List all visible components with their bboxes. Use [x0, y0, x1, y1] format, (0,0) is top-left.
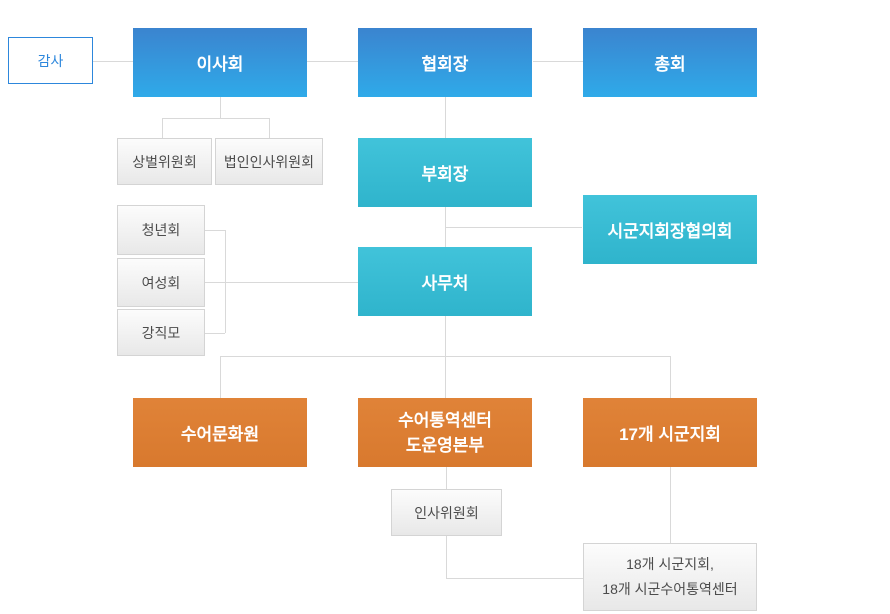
- node-corporate-personnel-committee-label: 법인인사위원회: [223, 153, 315, 170]
- node-general-assembly-label: 총회: [654, 55, 686, 74]
- node-vice-president: 부회장: [358, 138, 532, 207]
- node-secretariat-label: 사무처: [421, 274, 469, 293]
- connector-committee-rail: [162, 118, 269, 119]
- node-interpretation-center-hq: 수어통역센터 도운영본부: [358, 398, 532, 467]
- node-branches-18: 18개 시군지회, 18개 시군수어통역센터: [583, 543, 757, 611]
- node-branches-18-label-line2: 18개 시군수어통역센터: [602, 581, 738, 597]
- node-personnel-committee: 인사위원회: [391, 489, 502, 536]
- connector-womens-secretariat: [205, 282, 358, 283]
- connector-gangjikmo-stub: [205, 333, 225, 334]
- connector-secretariat-stem: [445, 316, 446, 356]
- node-corporate-personnel-committee: 법인인사위원회: [215, 138, 323, 185]
- node-board: 이사회: [133, 28, 307, 97]
- node-reward-punishment-committee-label: 상벌위원회: [132, 153, 197, 170]
- connector-youth-stub: [205, 230, 225, 231]
- node-board-label: 이사회: [196, 55, 244, 74]
- connector-branch-council: [445, 227, 582, 228]
- connector-drop-personnel-committee: [269, 118, 270, 138]
- node-womens-association: 여성회: [117, 258, 205, 307]
- connector-drop-branches17: [670, 356, 671, 398]
- node-personnel-committee-label: 인사위원회: [414, 504, 479, 521]
- node-gangjikmo-label: 강직모: [141, 324, 181, 341]
- node-branch-presidents-council-label: 시군지회장협의회: [607, 222, 733, 241]
- connector-personnel-branches18: [446, 578, 583, 579]
- node-branches-17: 17개 시군지회: [583, 398, 757, 467]
- node-secretariat: 사무처: [358, 247, 532, 316]
- node-interpretation-center-hq-label-line2: 도운영본부: [405, 435, 485, 455]
- connector-drop-interpretation-hq: [445, 356, 446, 398]
- node-vice-president-label: 부회장: [421, 165, 469, 184]
- connector-drop-culture-center: [220, 356, 221, 398]
- node-audit-label: 감사: [37, 52, 64, 69]
- node-culture-center-label: 수어문화원: [180, 425, 260, 444]
- connector-hq-personnel: [446, 467, 447, 489]
- node-branches-18-label-line1: 18개 시군지회,: [626, 556, 714, 572]
- node-branches-17-label: 17개 시군지회: [619, 425, 721, 444]
- connector-audit-board: [93, 61, 133, 62]
- node-president: 협회장: [358, 28, 532, 97]
- node-president-label: 협회장: [421, 55, 469, 74]
- node-youth-association: 청년회: [117, 205, 205, 255]
- node-branch-presidents-council: 시군지회장협의회: [583, 195, 757, 264]
- connector-board-stem: [220, 97, 221, 118]
- connector-president-vicepresident: [445, 97, 446, 138]
- node-general-assembly: 총회: [583, 28, 757, 97]
- node-reward-punishment-committee: 상벌위원회: [117, 138, 212, 185]
- node-culture-center: 수어문화원: [133, 398, 307, 467]
- connector-left-rail: [225, 230, 226, 333]
- node-interpretation-center-hq-label-line1: 수어통역센터: [398, 410, 492, 430]
- connector-board-president: [307, 61, 358, 62]
- connector-president-assembly: [533, 61, 583, 62]
- node-audit: 감사: [8, 37, 93, 84]
- connector-branches17-branches18: [670, 467, 671, 543]
- node-womens-association-label: 여성회: [141, 274, 181, 291]
- connector-drop-reward-committee: [162, 118, 163, 138]
- node-youth-association-label: 청년회: [141, 222, 181, 238]
- node-gangjikmo: 강직모: [117, 309, 205, 356]
- connector-personnel-stem: [446, 536, 447, 578]
